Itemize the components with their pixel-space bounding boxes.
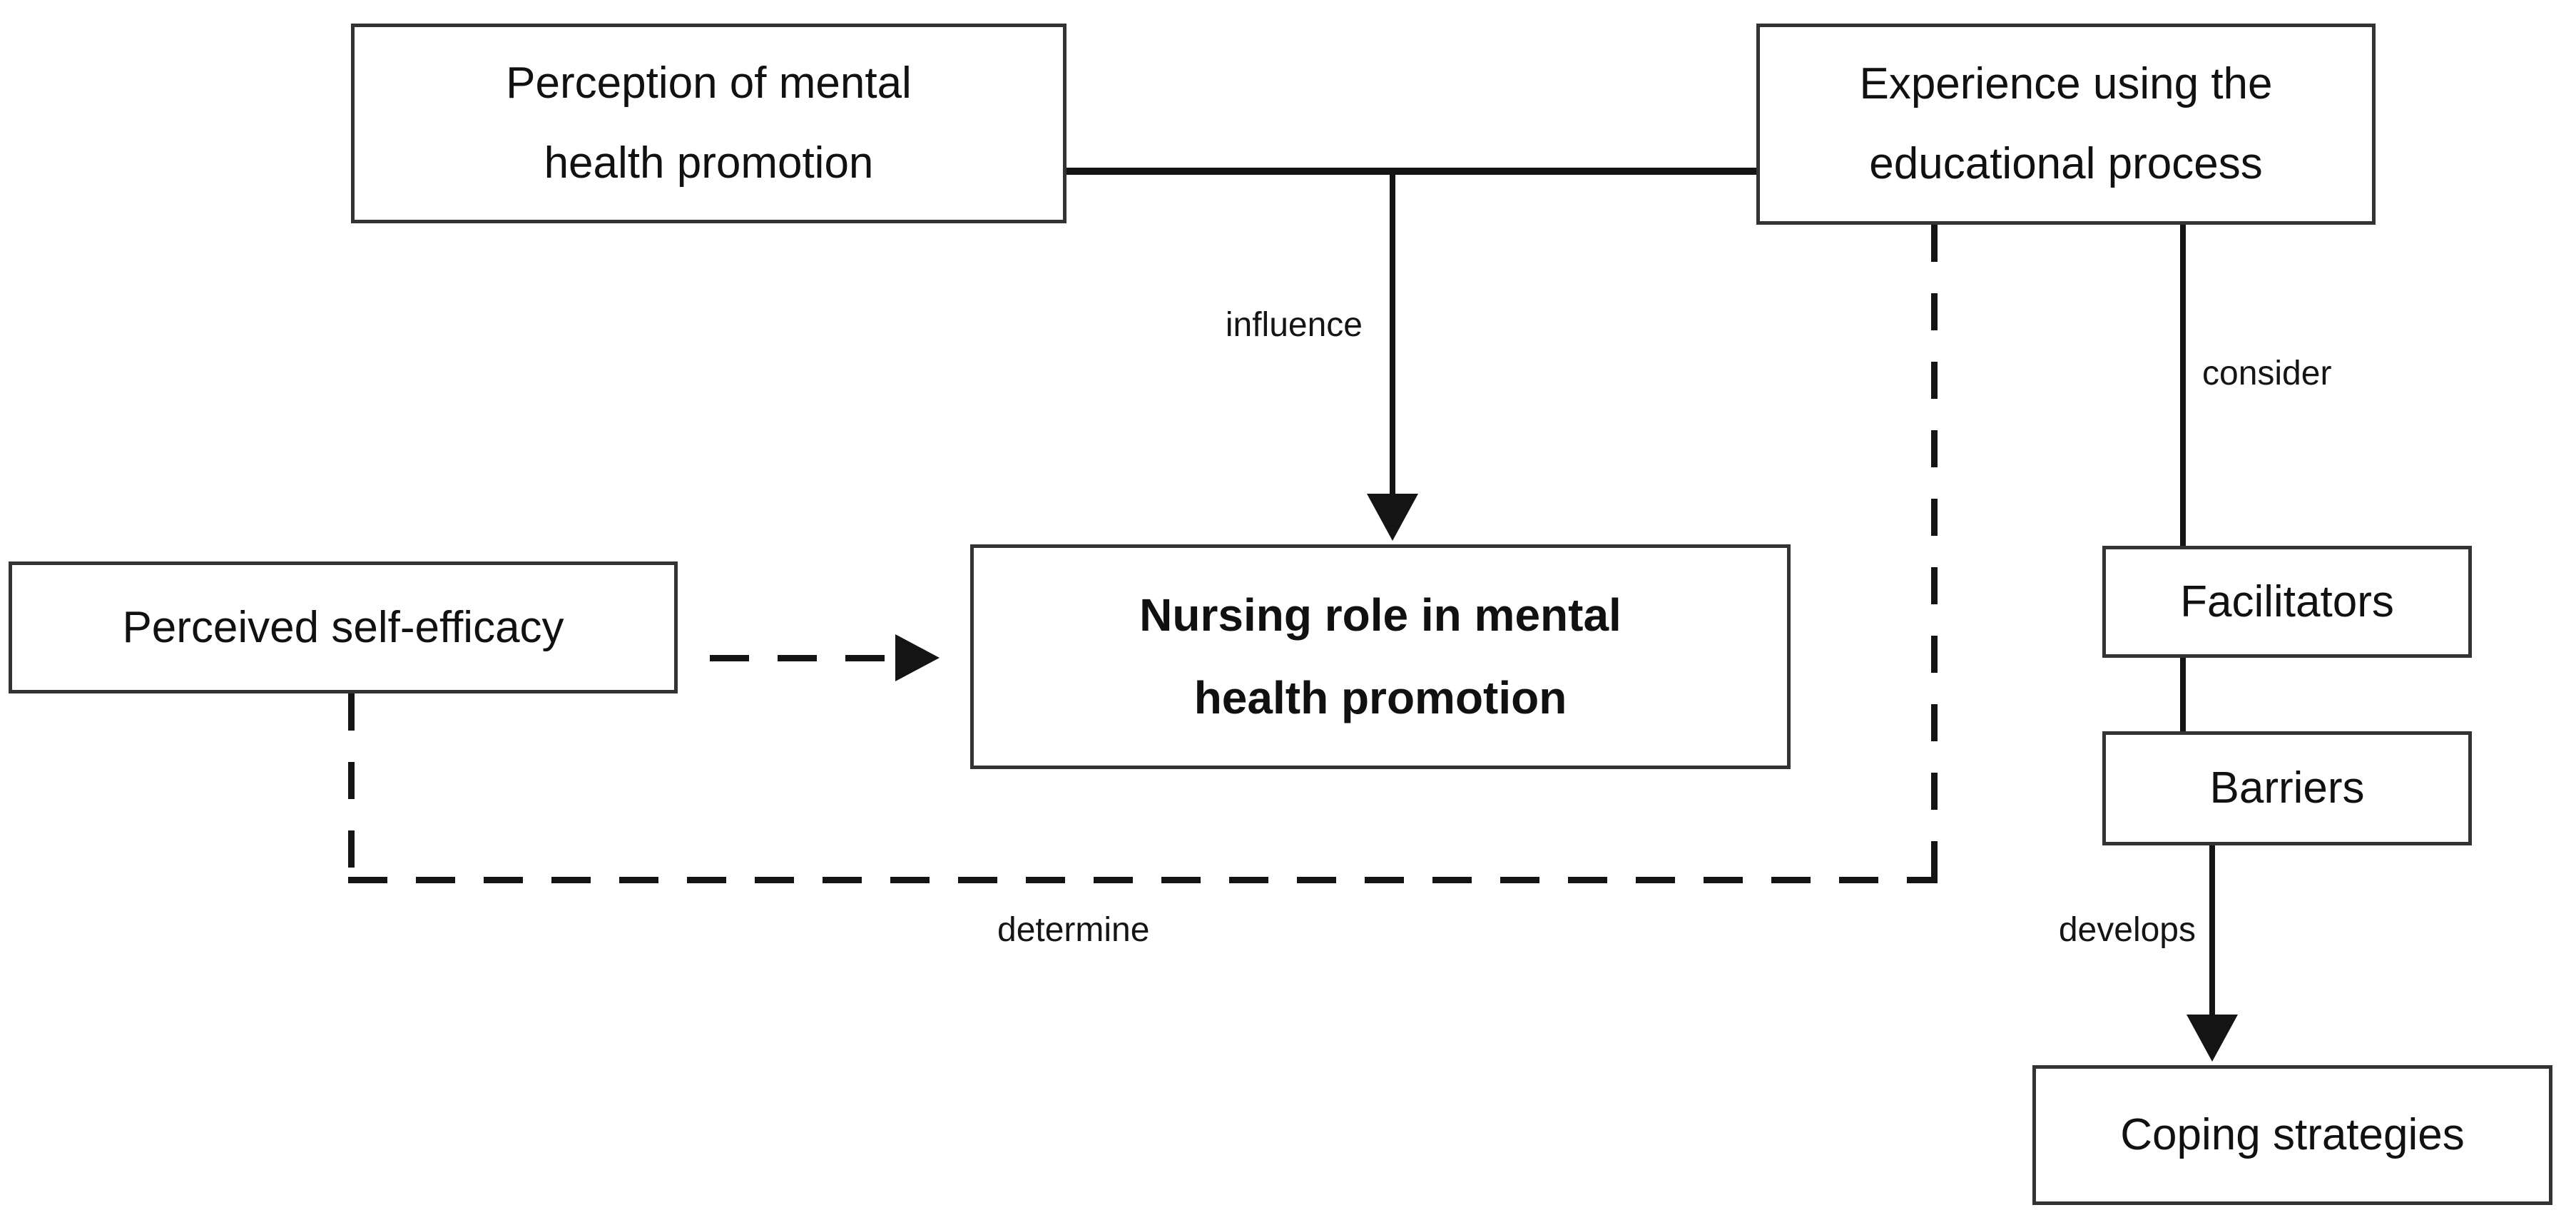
node-label: health promotion (544, 138, 874, 188)
edge-label-develops: develops (2058, 911, 2196, 949)
edge-label-influence: influence (1225, 306, 1363, 344)
node-label: Nursing role in mental (1139, 589, 1622, 641)
node-label: Facilitators (2180, 576, 2394, 626)
edge-consider-line (2180, 225, 2186, 546)
node-facilitators: Facilitators (2102, 546, 2472, 658)
edge-determine-left-dashed-line (348, 693, 355, 880)
node-label: health promotion (1193, 671, 1567, 723)
node-label: Barriers (2209, 763, 2365, 813)
node-nursing-role-in-mental-health-promotion: Nursing role in mental health promotion (970, 544, 1791, 769)
edge-determine-bottom-dashed-line (348, 877, 1938, 883)
node-perception-of-mental-health-promotion: Perception of mental health promotion (351, 24, 1066, 223)
node-label: Perceived self-efficacy (122, 602, 564, 652)
edge-influence-line (1390, 171, 1395, 496)
node-experience-using-educational-process: Experience using the educational process (1756, 24, 2376, 225)
node-label: Perception of mental (506, 59, 912, 108)
edge-selfefficacy-nursing-dashed-line (710, 655, 895, 661)
edge-label-determine: determine (997, 911, 1150, 949)
selfefficacy-arrowhead-icon (895, 634, 940, 681)
develops-arrowhead-icon (2186, 1015, 2238, 1062)
node-perceived-self-efficacy: Perceived self-efficacy (9, 561, 678, 693)
node-barriers: Barriers (2102, 731, 2472, 845)
influence-arrowhead-icon (1367, 494, 1418, 541)
edge-facilitators-barriers-line (2180, 658, 2186, 731)
node-label: Coping strategies (2120, 1110, 2465, 1160)
node-label: Experience using the (1859, 59, 2273, 109)
edge-label-consider: consider (2202, 355, 2332, 392)
node-coping-strategies: Coping strategies (2032, 1065, 2552, 1205)
edge-develops-line (2209, 845, 2215, 1015)
edge-perception-experience-line (1066, 168, 1756, 175)
node-label: educational process (1869, 139, 2263, 188)
edge-determine-right-dashed-line (1931, 225, 1938, 880)
